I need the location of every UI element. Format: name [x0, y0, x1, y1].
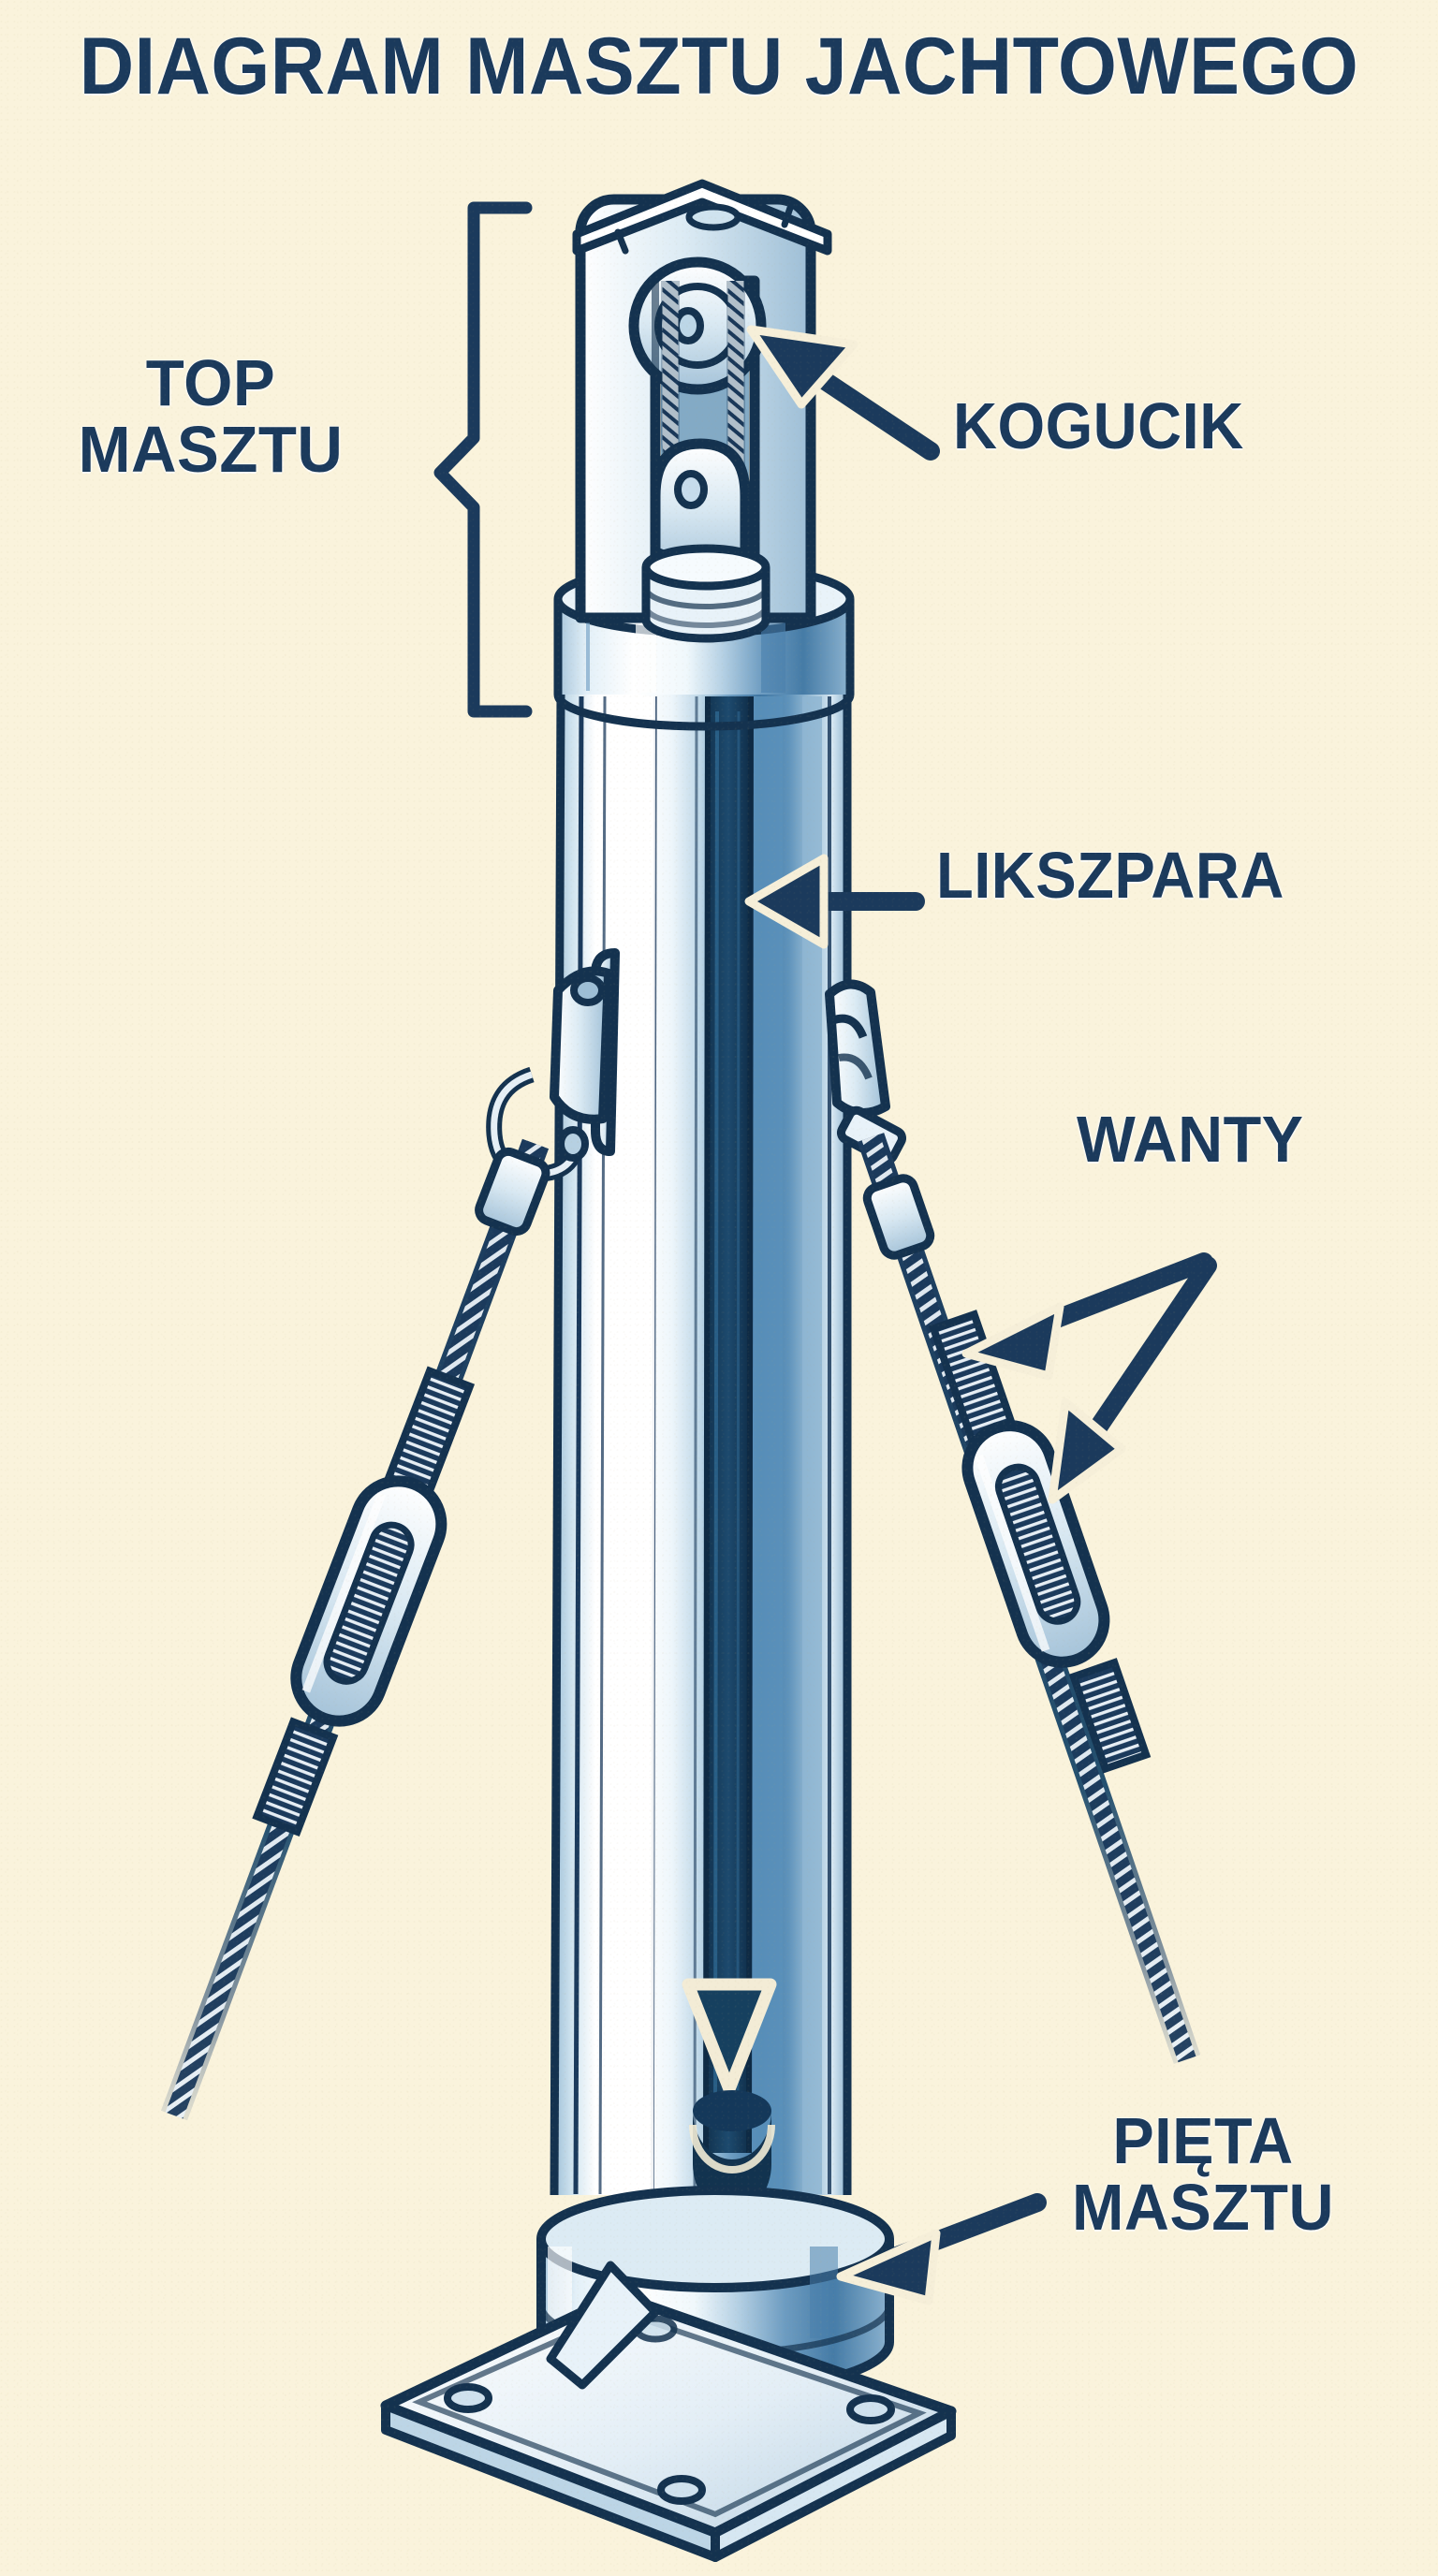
tang-right: [825, 979, 907, 1165]
page-title: DIAGRAM MASZTU JACHTOWEGO: [79, 22, 1359, 111]
mast-tube: [550, 694, 852, 2196]
shroud-left: [160, 1138, 550, 2121]
arrow-wanty: [961, 1252, 1217, 1504]
masthead-rings: [641, 544, 770, 643]
brace-top-masztu: [433, 201, 533, 718]
arrow-likszpara: [744, 854, 925, 949]
label-kogucik: KOGUCIK: [953, 389, 1244, 462]
tang-left: [486, 948, 620, 1182]
shroud-right: [857, 1133, 1201, 2064]
label-pieta-masztu: PIĘTA MASZTU: [1072, 2104, 1334, 2245]
groove-exit: [682, 1978, 777, 2213]
label-likszpara: LIKSZPARA: [936, 839, 1284, 912]
mast-foot: [380, 2186, 957, 2562]
arrow-pieta-masztu: [836, 2193, 1047, 2305]
label-top-masztu: TOP MASZTU: [78, 346, 344, 487]
bolt-holes: [444, 2315, 895, 2505]
arrow-kogucik: [746, 325, 940, 461]
label-wanty: WANTY: [1077, 1103, 1304, 1176]
masthead-crane: [572, 179, 832, 643]
